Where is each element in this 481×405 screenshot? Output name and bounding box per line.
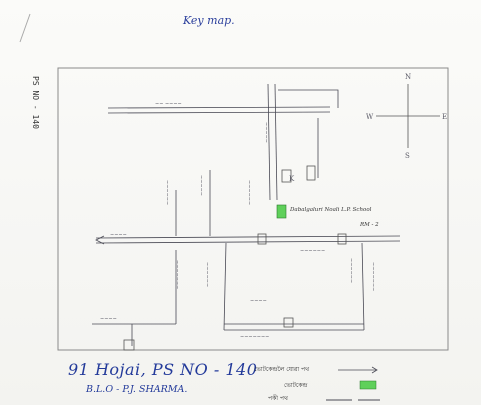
constituency-ps-line: 91 Hojai, PS NO - 140 [68, 360, 258, 379]
pencil-mark [19, 13, 31, 43]
compass-south: S [405, 152, 410, 160]
svg-text:~~~~~~~: ~~~~~~~ [370, 262, 376, 291]
compass-east: E [442, 113, 447, 121]
legend-route-arrow [371, 366, 378, 374]
buildings [123, 165, 347, 351]
compass-north: N [405, 73, 411, 81]
map-border [57, 67, 449, 351]
legend-road-label: পকী পথ [268, 395, 288, 402]
compass-west: W [366, 113, 374, 121]
svg-text:~~~~~~: ~~~~~~ [348, 258, 354, 283]
legend-polling-station-swatch [359, 380, 377, 390]
polling-station-label: Dabalgaluri Noali L.P. School [290, 207, 372, 213]
legend-polling-station-label: ভোটকেন্দ্ৰ [284, 382, 308, 389]
road-annotations: ~~ ~~~~ ~~~~ ~~~~~ ~~~~~~ ~~~~~~ ~~~~~ ~… [100, 101, 376, 340]
svg-text:~~~~: ~~~~ [100, 316, 117, 322]
map-title: Key map. [183, 14, 235, 27]
svg-text:~~~~~~~: ~~~~~~~ [174, 260, 180, 289]
svg-text:~~~~~~~: ~~~~~~~ [240, 334, 269, 340]
building-3 [257, 233, 267, 245]
road-middle-arrow [95, 235, 105, 245]
roads [92, 83, 401, 346]
legend [326, 366, 380, 401]
svg-text:~~~~~~: ~~~~~~ [204, 262, 210, 287]
svg-text:~~ ~~~~: ~~ ~~~~ [155, 101, 182, 107]
road-spur-top [278, 89, 339, 108]
legend-route-label: ভোটকেন্দ্ৰলৈ যোৱা পথ [254, 366, 310, 373]
road-middle-edge [95, 240, 401, 244]
building-2 [306, 165, 316, 181]
svg-text:~~~~~~: ~~~~~~ [246, 180, 252, 205]
svg-text:~~~~: ~~~~ [250, 298, 267, 304]
side-ps-number: PS NO - 140 [31, 76, 40, 129]
road-lower-left [223, 242, 227, 331]
svg-text:~~~~~~: ~~~~~~ [164, 180, 170, 205]
road-middle [95, 235, 401, 239]
building-k-label: K [289, 175, 295, 183]
road-vertical-main-edge [274, 83, 278, 201]
road-lower-right [361, 242, 365, 331]
svg-text:~~~~~: ~~~~~ [263, 122, 269, 143]
building-6 [123, 339, 135, 351]
road-vertical-main [267, 83, 271, 201]
svg-text:~~~~: ~~~~ [110, 232, 127, 238]
compass-rose: N E S W [366, 73, 447, 160]
building-k [281, 169, 292, 183]
building-5 [283, 317, 294, 328]
blo-line: B.L.O - P.J. SHARMA. [86, 384, 188, 395]
svg-text:~~~~~~: ~~~~~~ [300, 248, 325, 254]
road-top-edge [107, 111, 331, 114]
building-4 [337, 233, 347, 245]
road-top [107, 106, 331, 109]
svg-text:~~~~~: ~~~~~ [198, 175, 204, 196]
room-label: RM - 2 [360, 222, 379, 228]
polling-station-marker [276, 204, 287, 219]
